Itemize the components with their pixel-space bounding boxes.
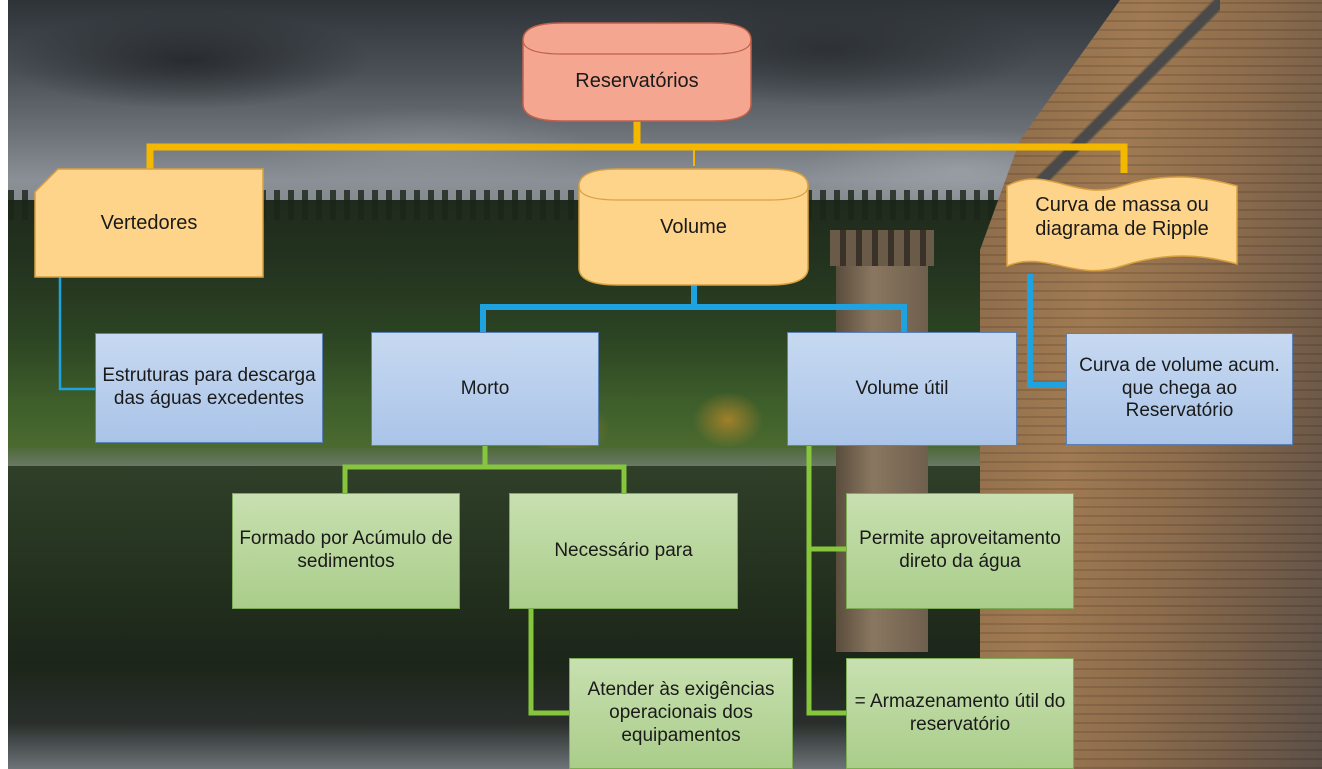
green-connectors <box>342 445 846 716</box>
node-vertedores: Vertedores <box>34 168 264 278</box>
dam-railing <box>1020 0 1220 200</box>
node-label: Volume útil <box>855 377 949 399</box>
connector-green-bus <box>342 464 627 493</box>
node-volume-util: Volume útil <box>787 332 1017 446</box>
node-armazenamento-util: = Armazenamento útil do reservatório <box>846 658 1074 769</box>
node-label: Curva de volume acum. que chega ao Reser… <box>1079 354 1280 422</box>
cylinder-shape <box>578 168 809 286</box>
cylinder-shape <box>522 22 752 122</box>
node-label: Estruturas para descarga das águas exced… <box>102 365 316 409</box>
snipped-rect-shape <box>34 168 264 278</box>
node-label: Vertedores <box>100 212 198 234</box>
node-label: Volume <box>660 216 727 238</box>
node-label: Morto <box>460 377 510 399</box>
connector-blue-bus <box>480 304 907 332</box>
node-formado-por-acumulo: Formado por Acúmulo de sedimentos <box>232 493 460 609</box>
node-permite-aproveitamento: Permite aproveitamento direto da água <box>846 493 1074 609</box>
connector-necessario-to-atender <box>528 608 569 716</box>
connector-volume-util-trunk <box>806 445 846 716</box>
connector-curva-to-volume <box>1027 274 1066 388</box>
orange-connectors <box>146 120 1128 173</box>
node-label: Formado por Acúmulo de sedimentos <box>239 528 453 572</box>
node-volume: Volume <box>578 168 809 286</box>
node-curva-de-massa: Curva de massa ou diagrama de Ripple <box>1006 172 1238 280</box>
left-margin <box>0 0 8 769</box>
shoreline <box>8 448 1048 468</box>
node-curva-de-volume: Curva de volume acum. que chega ao Reser… <box>1066 333 1293 445</box>
node-reservatorios: Reservatórios <box>522 22 752 122</box>
connector-vertedores-to-estruturas <box>58 276 95 391</box>
dam-tower-battlement <box>830 230 934 266</box>
node-label: Curva de massa ou diagrama de Ripple <box>1035 194 1209 240</box>
node-atender-exigencias: Atender às exigências operacionais dos e… <box>569 658 793 769</box>
node-label: = Armazenamento útil do reservatório <box>854 690 1066 735</box>
wave-scroll-shape <box>1006 176 1238 272</box>
connector-orange-bus <box>146 143 1128 173</box>
blue-connectors <box>58 274 1066 391</box>
node-label: Necessário para <box>554 539 693 561</box>
node-morto: Morto <box>371 332 599 446</box>
node-label: Permite aproveitamento direto da água <box>859 528 1061 572</box>
node-necessario-para: Necessário para <box>509 493 738 609</box>
node-label: Reservatórios <box>575 70 699 92</box>
node-label: Atender às exigências operacionais dos e… <box>587 679 775 746</box>
node-estruturas-para-descarga: Estruturas para descarga das águas exced… <box>95 333 323 443</box>
